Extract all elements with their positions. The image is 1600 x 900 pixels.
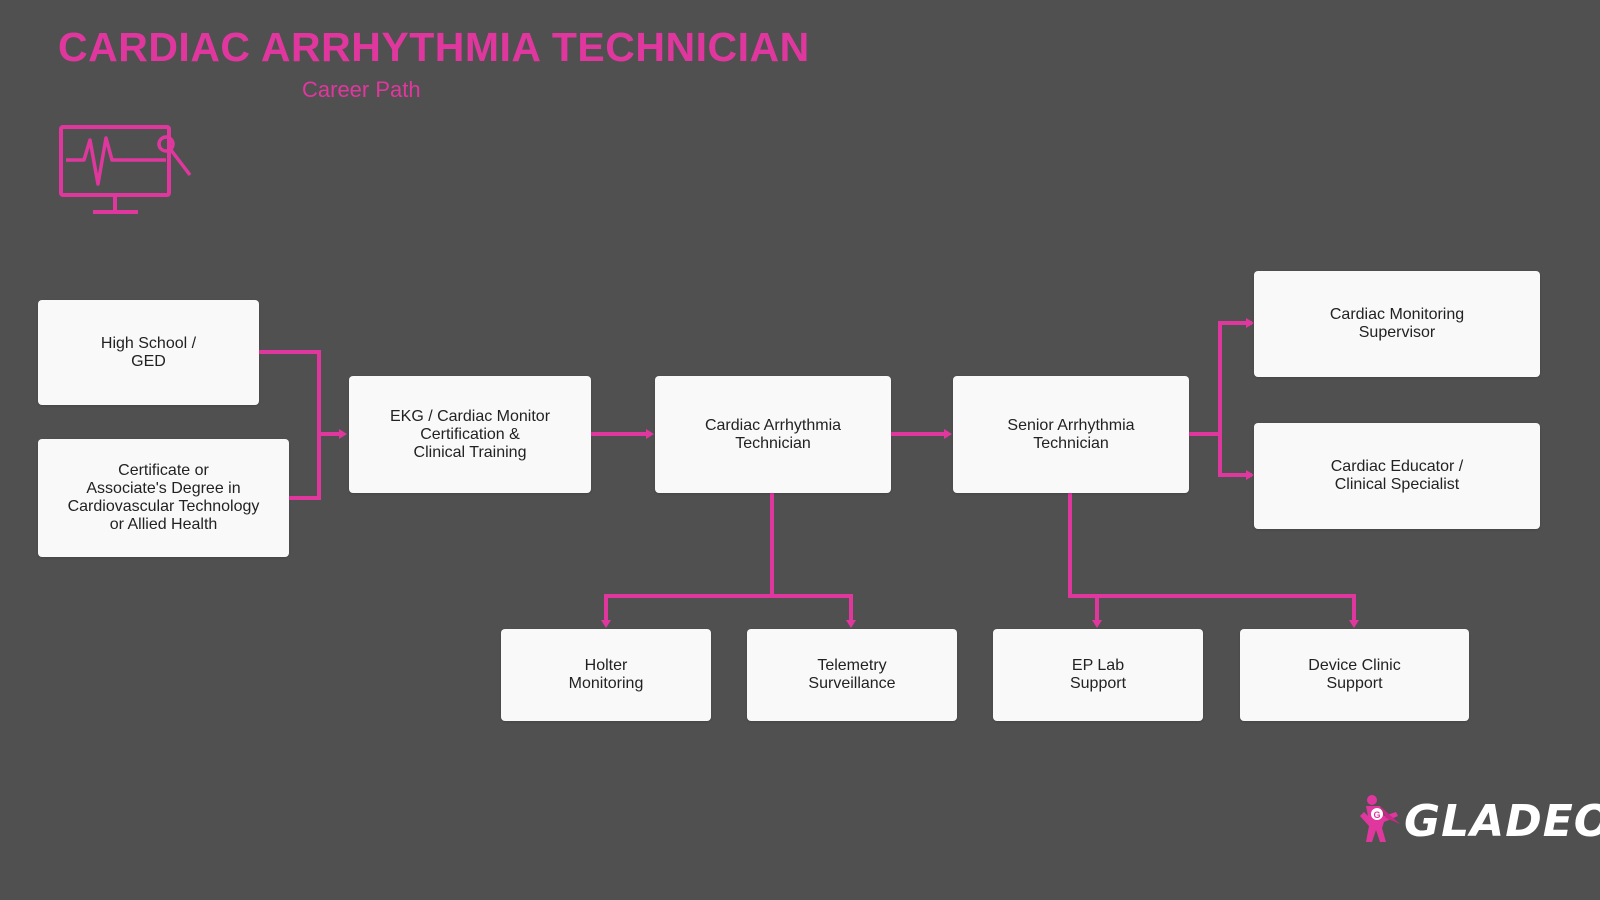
page-title: CARDIAC ARRHYTHMIA TECHNICIAN xyxy=(58,24,810,70)
arrowhead xyxy=(846,620,856,628)
arrowhead xyxy=(646,429,654,439)
node-cardiac-tech: Cardiac Arrhythmia Technician xyxy=(655,376,891,493)
node-high-school: High School / GED xyxy=(38,300,259,405)
node-senior-tech: Senior Arrhythmia Technician xyxy=(953,376,1189,493)
arrowhead xyxy=(944,429,952,439)
logo-badge-letter: G xyxy=(1373,810,1380,820)
connector-tech-specialties xyxy=(604,594,853,623)
monitor-heartbeat-icon xyxy=(59,125,192,214)
connector-advancement-branch xyxy=(1218,321,1252,477)
gladeo-logo: G GLADEO xyxy=(1356,792,1600,850)
node-educator: Cardiac Educator / Clinical Specialist xyxy=(1254,423,1540,529)
node-supervisor: Cardiac Monitoring Supervisor xyxy=(1254,271,1540,377)
arrowhead xyxy=(339,429,347,439)
superhero-icon: G xyxy=(1360,795,1400,842)
node-device-clinic: Device Clinic Support xyxy=(1240,629,1469,721)
node-holter: Holter Monitoring xyxy=(501,629,711,721)
arrowhead xyxy=(1246,318,1254,328)
node-ekg-training: EKG / Cardiac Monitor Certification & Cl… xyxy=(349,376,591,493)
node-telemetry: Telemetry Surveillance xyxy=(747,629,957,721)
node-certificate: Certificate or Associate's Degree in Car… xyxy=(38,439,289,557)
node-ep-lab: EP Lab Support xyxy=(993,629,1203,721)
arrowhead xyxy=(601,620,611,628)
arrowhead xyxy=(1246,470,1254,480)
arrowhead xyxy=(1092,620,1102,628)
logo-text: GLADEO xyxy=(1404,796,1600,847)
arrowhead xyxy=(1349,620,1359,628)
page-subtitle: Career Path xyxy=(302,77,421,102)
